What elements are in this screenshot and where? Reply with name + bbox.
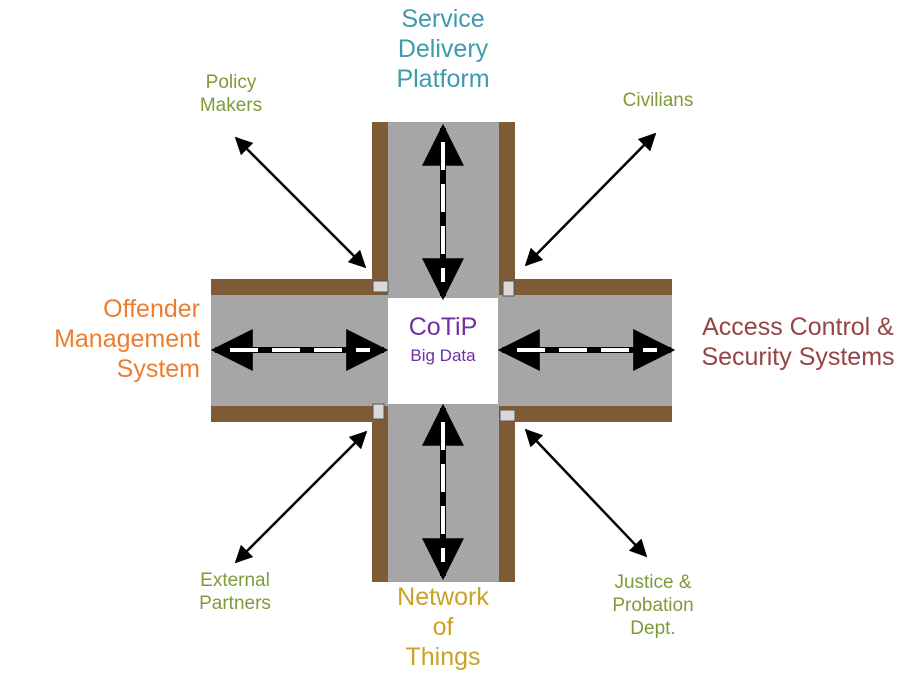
access-control-label: Access Control & Security Systems [680,312,916,372]
label-line: Policy [205,72,257,93]
label-line: Things [405,643,481,671]
label-line: External [200,570,270,591]
offender-management-system-label: Offender Management System [0,294,200,384]
corner-post [502,280,515,297]
corner-posts [372,280,516,422]
label-line: System [116,355,200,383]
justice-probation-label: Justice & Probation Dept. [588,572,718,640]
corner-post [372,280,389,293]
center-subtitle: Big Data [410,346,476,365]
arrow-civilians [524,132,657,267]
label-line: Platform [396,65,490,93]
arrow-justice-probation [524,428,648,558]
label-line: Security Systems [701,343,895,371]
arrow-external-partners [234,430,368,564]
label-line: Probation [612,594,694,616]
label-line: of [432,613,454,641]
label-line: Network [397,583,489,611]
label-line: Delivery [397,35,489,63]
corner-post [372,403,385,420]
center-title: CoTiP [408,313,478,341]
label-line: Justice & [614,572,692,593]
arrow-policy-makers [234,136,367,269]
label-line: Makers [199,94,263,116]
external-partners-label: External Partners [180,570,290,616]
label-line: Service [401,5,485,33]
label-line: Dept. [630,617,676,639]
label-line: Offender [103,295,200,323]
center-box [388,298,498,404]
policy-makers-label: Policy Makers [176,72,286,118]
label-line: Access Control & [702,313,894,341]
label-line: Civilians [622,90,694,111]
service-delivery-platform-label: Service Delivery Platform [343,4,543,94]
network-of-things-label: Network of Things [343,582,543,672]
civilians-label: Civilians [598,90,718,113]
lane-arrows [210,123,676,581]
stakeholder-arrows [234,132,657,564]
corner-post [499,409,516,422]
label-line: Management [54,325,200,353]
center-label: CoTiP Big Data [388,312,498,366]
label-line: Partners [199,592,271,614]
